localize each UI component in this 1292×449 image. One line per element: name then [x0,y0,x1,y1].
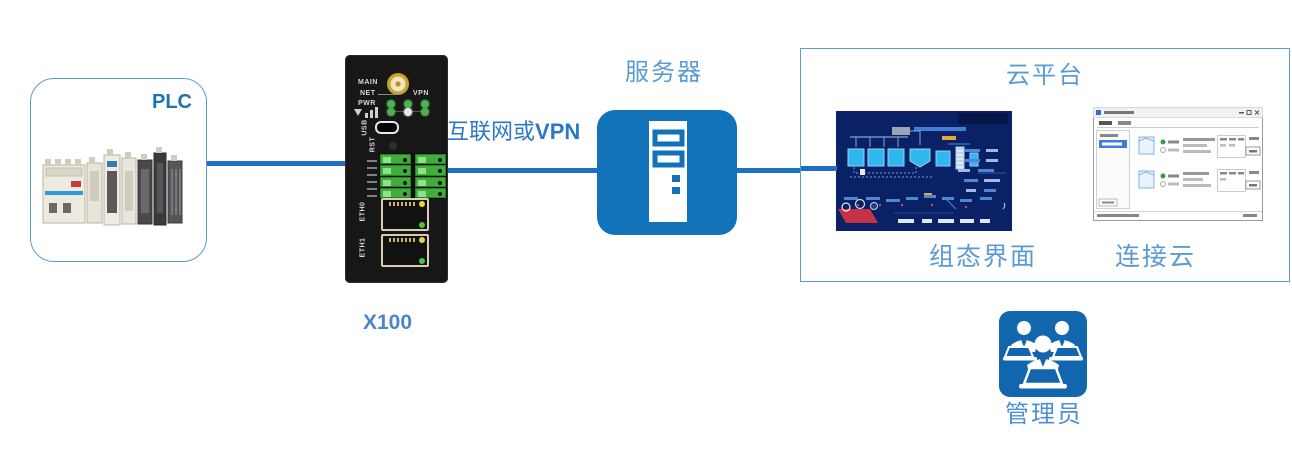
vpn-led [421,100,429,108]
terminal-column-left [380,154,411,198]
cloud-app-caption: 连接云 [1115,244,1197,271]
eth0-port-label: ETH0 [359,201,367,222]
usb-port [375,121,399,134]
status-led-1 [387,108,395,116]
gateway-device: MAIN NET VPN PWR USB RST [345,55,448,283]
link-label-en: VPN [535,119,581,144]
link-label: 互联网或VPN [447,114,580,146]
status-led-2 [404,108,412,116]
cloud-platform-panel: 云平台 [800,48,1290,282]
net-led [404,100,412,108]
terminal-pin-labels [367,155,377,197]
link-server-to-cloud [735,168,802,173]
signal-bars-icon [354,107,378,118]
eth0-port [381,198,429,231]
plc-node: PLC [30,78,207,262]
vpn-led-label: VPN [413,90,429,97]
eth1-port-label: ETH1 [359,237,367,258]
link-plc-to-gateway [203,161,348,166]
admin-label: 管理员 [1005,402,1083,428]
scada-screenshot [836,111,1012,231]
server-label: 服务器 [625,60,703,86]
net-led-label: NET [360,90,376,97]
net-pointer-line [378,94,400,95]
status-led-3 [421,108,429,116]
plc-label: PLC [152,91,192,113]
link-label-cjk: 互联网或 [447,119,536,144]
cloud-platform-label: 云平台 [1006,63,1084,89]
pwr-led [387,100,395,108]
server-icon [597,110,737,235]
eth1-port [381,234,429,267]
admin-icon [999,311,1087,397]
pwr-led-label: PWR [358,100,376,107]
plc-photo [42,147,183,226]
scada-caption: 组态界面 [929,244,1038,271]
link-gateway-to-server [446,168,599,173]
gateway-label: X100 [363,311,413,334]
rst-button-label: RST [369,136,377,153]
cloud-app-screenshot [1093,107,1263,221]
reset-button [389,142,397,150]
usb-port-label: USB [361,119,369,136]
terminal-column-right [415,154,446,198]
terminal-block [379,153,447,199]
main-antenna-label: MAIN [358,79,378,86]
antenna-connector [387,73,409,95]
link-cloud-to-scada [801,166,837,171]
